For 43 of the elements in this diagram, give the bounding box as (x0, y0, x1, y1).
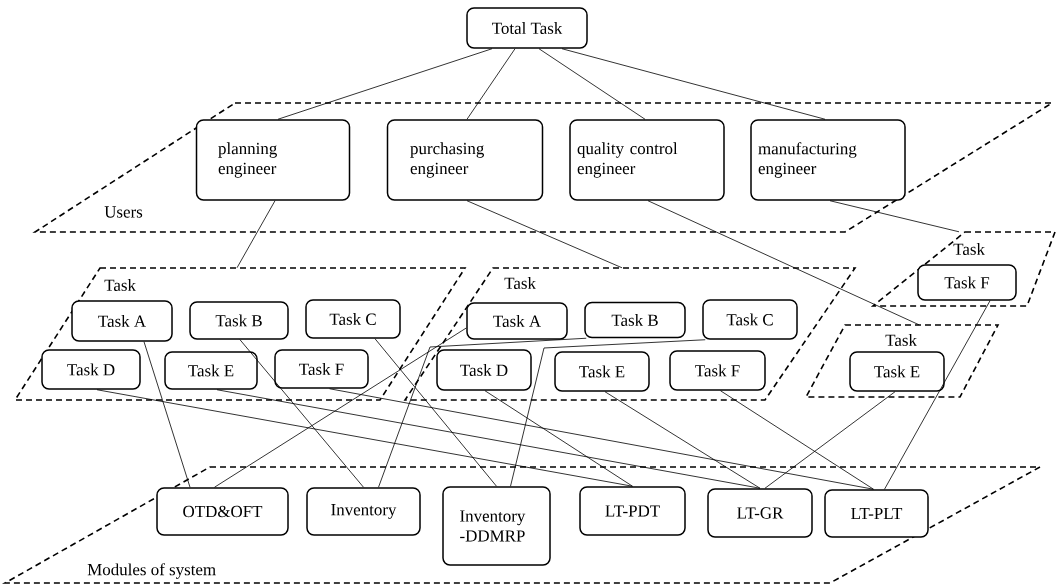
rounded-box: LT-GR (707, 488, 813, 538)
connector-line (720, 390, 874, 490)
rounded-box: OTD&OFT (156, 487, 289, 536)
rounded-box: Task A (71, 300, 173, 342)
rounded-box: quality control engineer (569, 119, 725, 201)
rounded-box: Task B (584, 301, 686, 339)
connector-line (214, 327, 467, 488)
rounded-box: Task D (41, 349, 141, 390)
connector-line (374, 338, 497, 487)
connector-line (378, 337, 587, 488)
rounded-box: LT-PDT (579, 486, 686, 536)
rounded-box: Task C (702, 299, 798, 340)
connector-line (466, 48, 516, 120)
connector-line (647, 200, 920, 326)
connector-line (884, 300, 991, 490)
connector-line (216, 389, 761, 489)
rounded-box: Task F (669, 350, 766, 391)
rounded-box: Inventory -DDMRP (442, 486, 551, 566)
rounded-box: Task D (436, 349, 532, 391)
connector-line (538, 48, 646, 120)
rounded-box: Task E (554, 351, 650, 392)
connector-line (829, 200, 960, 233)
connector-line (329, 388, 874, 490)
rounded-box: LT-PLT (824, 489, 929, 538)
connector-line (510, 339, 706, 487)
rounded-box: Task B (189, 301, 289, 340)
connector-line (466, 200, 623, 269)
rounded-box: Task F (917, 264, 1017, 301)
rounded-box: manufacturing engineer (750, 119, 906, 201)
connector-line (236, 200, 276, 269)
connector-line (561, 48, 826, 120)
connector-line (143, 341, 191, 488)
connector-line (239, 339, 364, 488)
rounded-box: Total Task (466, 7, 588, 49)
rounded-box: planning engineer (195, 119, 351, 201)
rounded-box: Inventory (306, 487, 421, 536)
rounded-box: Task A (466, 302, 568, 340)
rounded-box: Task C (305, 299, 401, 339)
rounded-box: Task F (274, 349, 369, 389)
rounded-box: Task E (164, 351, 258, 390)
connector-line (764, 391, 896, 489)
rounded-box: purchasing engineer (386, 119, 544, 201)
rounded-box: Task E (849, 351, 945, 392)
